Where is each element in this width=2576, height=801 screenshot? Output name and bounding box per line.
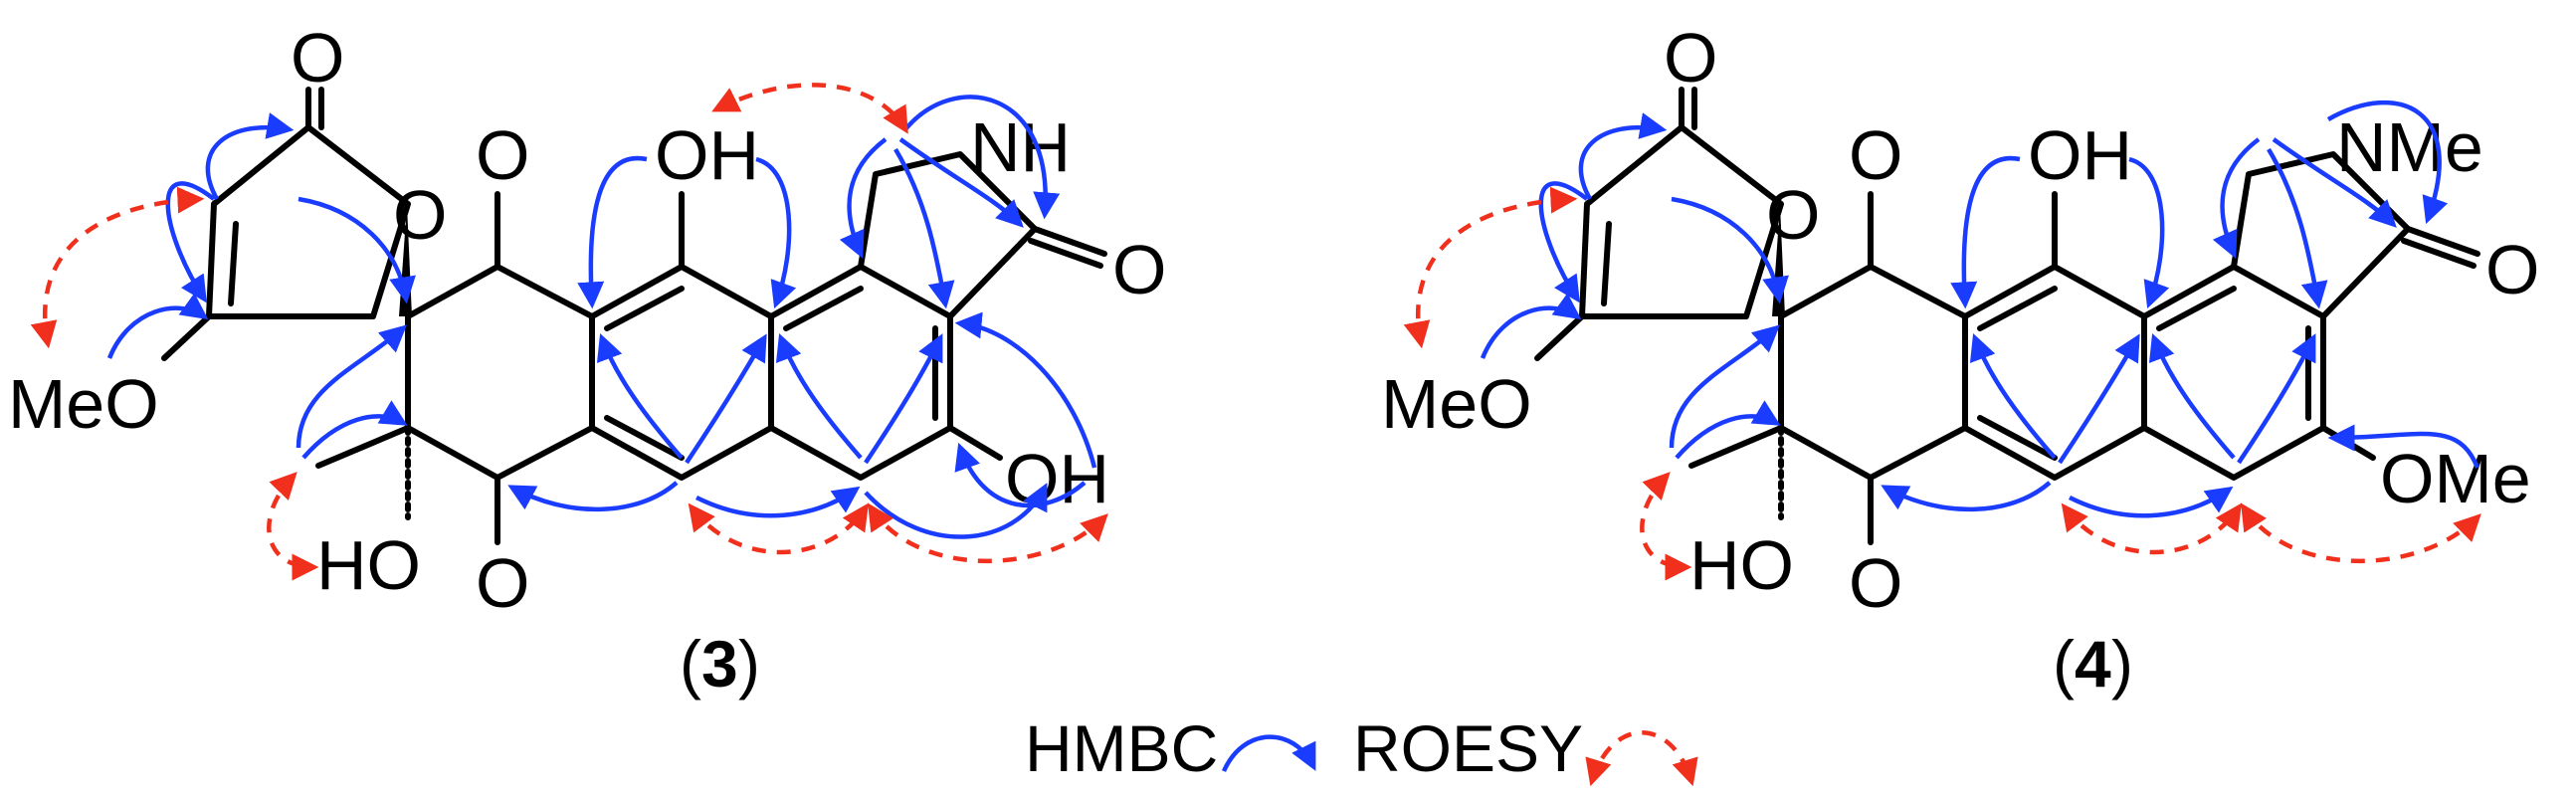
legend-hmbc-arrow-icon [1221,734,1316,772]
c4-atom-nme: NMe [2336,108,2483,186]
c4-atom-oh-top: OH [2028,116,2132,194]
c3-atom-oh-top: OH [655,116,759,194]
c3-atom-meo: MeO [8,365,159,443]
c3-atom-carbonyl-o: O [291,19,344,97]
c4-atom-lactone-o: O [1766,176,1820,254]
legend-hmbc-label: HMBC [1025,711,1218,785]
c4-label-number: 4 [2075,627,2111,701]
c4-atom-meo: MeO [1381,365,1532,443]
c4-atom-ho: HO [1689,526,1794,604]
compound-3-label: ( 3 ) [680,627,760,701]
c4-atom-ketone-o-bottom: O [1849,544,1902,622]
c4-label-close: ) [2111,627,2133,701]
compound-3-bonds [161,87,1107,545]
c3-atom-ketone-o-top: O [476,116,529,194]
c3-atom-lactone-o: O [393,176,447,254]
c3-label-close: ) [738,627,760,701]
legend: HMBC ROESY [1025,711,1698,787]
legend-roesy-arrow-icon [1585,730,1698,787]
c3-label-open: ( [680,627,701,701]
compound-4-roesy-arrows [1403,186,2481,581]
compound-4-structure: O O O OH NMe O MeO OMe HO O [1381,19,2539,701]
c4-atom-ome-right: OMe [2380,440,2531,517]
legend-roesy-label: ROESY [1353,711,1583,785]
compound-4-atom-labels: O O O OH NMe O MeO OMe HO O [1381,19,2539,622]
c4-atom-carbonyl-o: O [1664,19,1717,97]
c3-atom-lactam-o: O [1112,231,1166,308]
c3-label-number: 3 [701,627,738,701]
c3-atom-ketone-o-bottom: O [476,544,529,622]
c4-label-open: ( [2053,627,2075,701]
c4-atom-lactam-o: O [2485,231,2539,308]
compound-3-structure: O O O OH NH O MeO OH HO O [8,19,1166,701]
c4-atom-ketone-o-top: O [1849,116,1902,194]
c3-atom-ho: HO [316,526,421,604]
compound-3-roesy-arrows [30,83,1108,581]
compound-4-label: ( 4 ) [2053,627,2133,701]
